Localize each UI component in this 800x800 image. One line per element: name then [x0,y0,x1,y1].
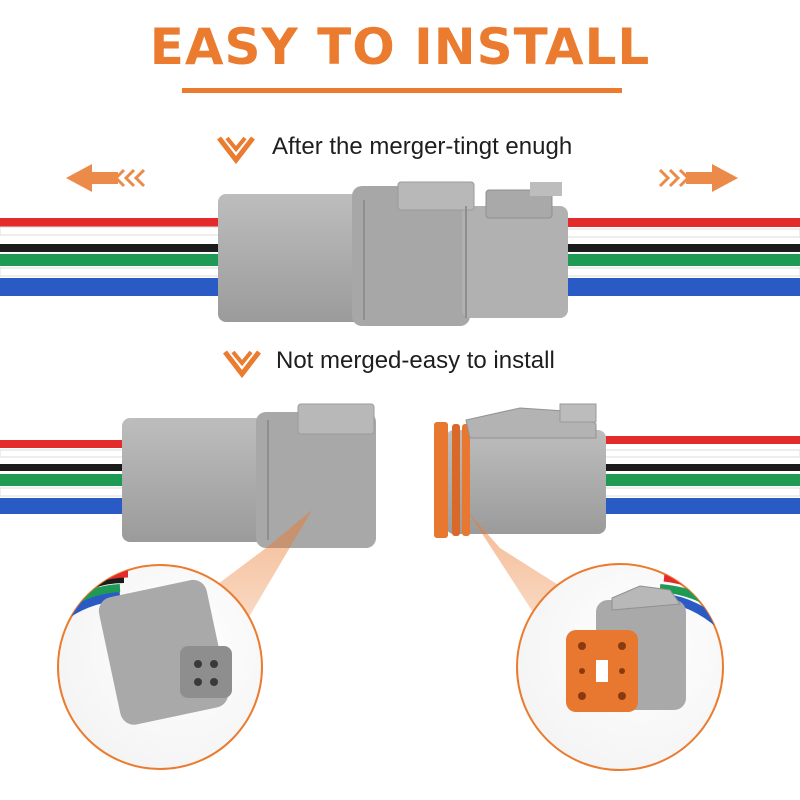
title-underline [182,88,622,93]
zoom-circle-female [516,563,724,771]
right-connector-half [434,403,606,538]
arrow-right-icon [658,164,738,192]
page-title: EASY TO INSTALL [149,18,651,76]
zoom-circle-male [57,564,263,770]
arrow-left-icon [66,164,146,192]
left-connector-half [122,403,376,548]
right-wires [599,436,800,514]
chevron-down-icon [217,136,255,164]
chevron-down-icon [223,350,261,378]
merged-connector [218,181,568,326]
left-wires [0,440,129,514]
merged-wires-left [0,218,223,296]
caption-merged: After the merger-tingt enugh [272,133,573,160]
caption-unmerged: Not merged-easy to install [276,347,555,374]
merged-wires-right [559,218,800,296]
